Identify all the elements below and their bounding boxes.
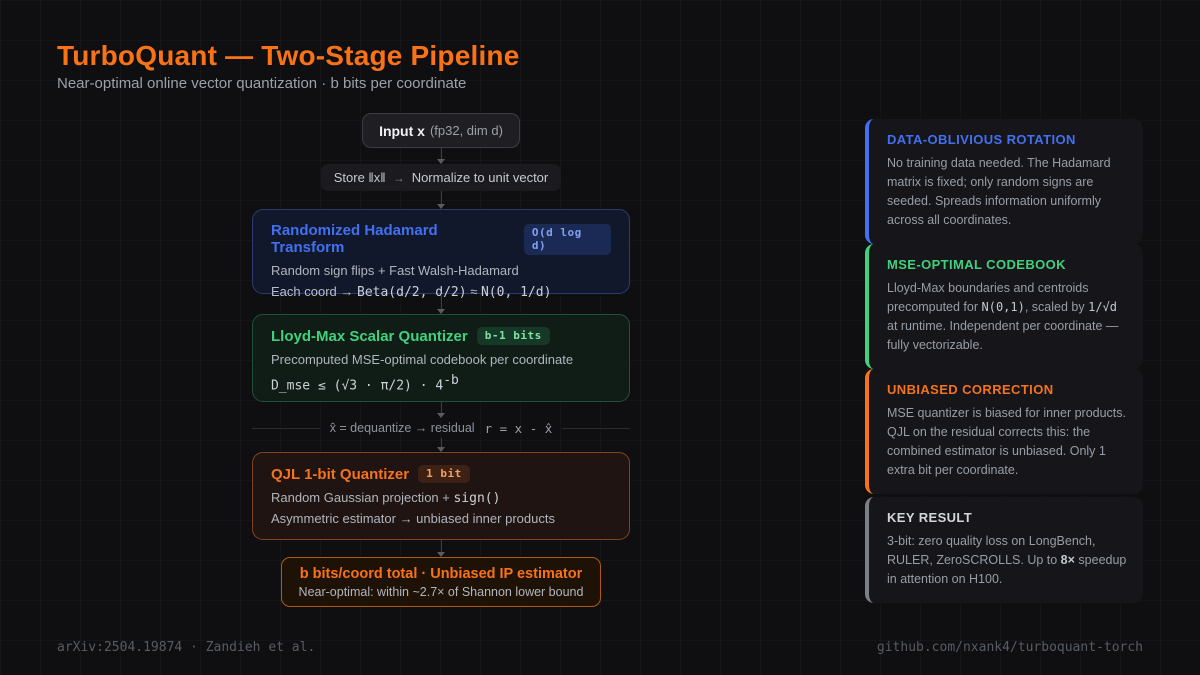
normalize-store-label: Store ‖x‖ [333, 170, 386, 185]
hadamard-math-code1: Beta(d/2, d/2) [357, 285, 467, 300]
connector-line [440, 191, 442, 204]
lloydmax-math-sup: -b [443, 373, 459, 388]
right-arrow-icon: → [392, 170, 405, 185]
arrow-down-icon [437, 159, 445, 164]
callout-body: MSE quantizer is biased for inner produc… [887, 406, 1127, 477]
qjl-desc-pre: Random Gaussian projection + [271, 490, 450, 505]
divider-line [562, 427, 630, 429]
result-box: b bits/coord total · Unbiased IP estimat… [281, 557, 601, 607]
callout-mse-optimal-codebook: MSE-OPTIMAL CODEBOOK Lloyd-Max boundarie… [865, 244, 1143, 369]
qjl-title: QJL 1-bit Quantizer [271, 465, 410, 483]
arrow-down-icon [437, 204, 445, 209]
normalize-node: Store ‖x‖ → Normalize to unit vector [320, 164, 562, 191]
page-title: TurboQuant — Two-Stage Pipeline [57, 40, 520, 71]
hadamard-title: Randomized Hadamard Transform [271, 222, 438, 256]
qjl-stage-box: QJL 1-bit Quantizer 1 bit Random Gaussia… [252, 452, 630, 540]
callout-body-text: speedup in attention on H100. [887, 553, 1127, 586]
callout-data-oblivious-rotation: DATA-OBLIVIOUS ROTATION No training data… [865, 119, 1143, 244]
callout-key-result: KEY RESULT 3-bit: zero quality loss on L… [865, 497, 1143, 603]
normalize-rest-label: Normalize to unit vector [411, 170, 549, 185]
flow-connector [437, 402, 445, 418]
divider-line [252, 427, 320, 429]
flow-connector [437, 294, 445, 314]
input-meta: (fp32, dim d) [429, 123, 503, 138]
flow-connector [437, 191, 445, 209]
lloydmax-stage-box: Lloyd-Max Scalar Quantizer b-1 bits Prec… [252, 314, 630, 402]
hadamard-math-approx: ≈ [470, 284, 478, 299]
hadamard-math-code2: N(0, 1/d) [480, 285, 552, 300]
callout-body-text: , scaled by [1024, 300, 1089, 314]
connector-line [440, 402, 442, 413]
callout-body-text: 3-bit: zero quality loss on LongBench, R… [887, 534, 1096, 567]
callout-body-strong: 8× [1060, 553, 1075, 567]
connector-line [440, 540, 442, 552]
input-label: Input x [379, 122, 425, 139]
callout-title: DATA-OBLIVIOUS ROTATION [887, 132, 1076, 147]
residual-label: x̂ = dequantize → residual [329, 421, 475, 435]
callout-body-text: at runtime. Independent per coordinate —… [887, 319, 1119, 352]
pipeline-flow: Input x (fp32, dim d) Store ‖x‖ → Normal… [252, 113, 630, 607]
residual-formula: r = x - x̂ [484, 420, 553, 436]
callout-body: 3-bit: zero quality loss on LongBench, R… [887, 532, 1127, 589]
result-title: b bits/coord total · Unbiased IP estimat… [299, 565, 583, 582]
callout-body: No training data needed. The Hadamard ma… [887, 156, 1111, 227]
page-subtitle: Near-optimal online vector quantization … [57, 75, 467, 92]
qjl-desc: Random Gaussian projection + sign() [271, 490, 611, 506]
footer-citation: arXiv:2504.19874 · Zandieh et al. [57, 640, 316, 655]
qjl-desc2: Asymmetric estimator → unbiased inner pr… [271, 511, 555, 526]
callout-title: KEY RESULT [887, 510, 973, 525]
input-node: Input x (fp32, dim d) [362, 113, 520, 148]
bits-badge: b-1 bits [476, 327, 550, 345]
qjl-desc-code: sign() [453, 491, 501, 506]
callout-unbiased-correction: UNBIASED CORRECTION MSE quantizer is bia… [865, 369, 1143, 494]
arrow-down-icon [437, 447, 445, 452]
flow-connector [437, 148, 445, 164]
connector-line [440, 294, 442, 309]
callout-body-code: N(0,1) [981, 300, 1025, 314]
hadamard-stage-box: Randomized Hadamard Transform O(d log d)… [252, 209, 630, 300]
hadamard-desc: Random sign flips + Fast Walsh-Hadamard [271, 263, 519, 278]
complexity-badge: O(d log d) [523, 223, 611, 255]
callout-body: Lloyd-Max boundaries and centroids preco… [887, 279, 1127, 355]
lloydmax-desc: Precomputed MSE-optimal codebook per coo… [271, 352, 574, 367]
one-bit-badge: 1 bit [418, 465, 470, 483]
lloydmax-title: Lloyd-Max Scalar Quantizer [271, 327, 468, 345]
arrow-down-icon [437, 413, 445, 418]
callout-title: UNBIASED CORRECTION [887, 382, 1054, 397]
hadamard-math-pre: Each coord → [271, 284, 354, 299]
residual-divider: x̂ = dequantize → residual r = x - x̂ [252, 418, 630, 438]
lloydmax-math-base: D_mse ≤ (√3 · π/2) · 4 [271, 378, 444, 394]
callout-body-text: Lloyd-Max boundaries and centroids preco… [887, 281, 1089, 314]
lloydmax-math: D_mse ≤ (√3 · π/2) · 4-b [271, 373, 611, 393]
arrow-down-icon [437, 309, 445, 314]
connector-line [440, 438, 442, 447]
result-subtitle: Near-optimal: within ~2.7× of Shannon lo… [298, 584, 584, 599]
callout-title: MSE-OPTIMAL CODEBOOK [887, 257, 1066, 272]
arrow-down-icon [437, 552, 445, 557]
hadamard-math: Each coord → Beta(d/2, d/2) ≈ N(0, 1/d) [271, 284, 611, 300]
flow-connector [437, 540, 445, 557]
flow-connector [437, 438, 445, 452]
callout-body-code: 1/√d [1088, 300, 1117, 314]
footer-repo-link: github.com/nxank4/turboquant-torch [876, 640, 1143, 655]
connector-line [440, 148, 442, 159]
